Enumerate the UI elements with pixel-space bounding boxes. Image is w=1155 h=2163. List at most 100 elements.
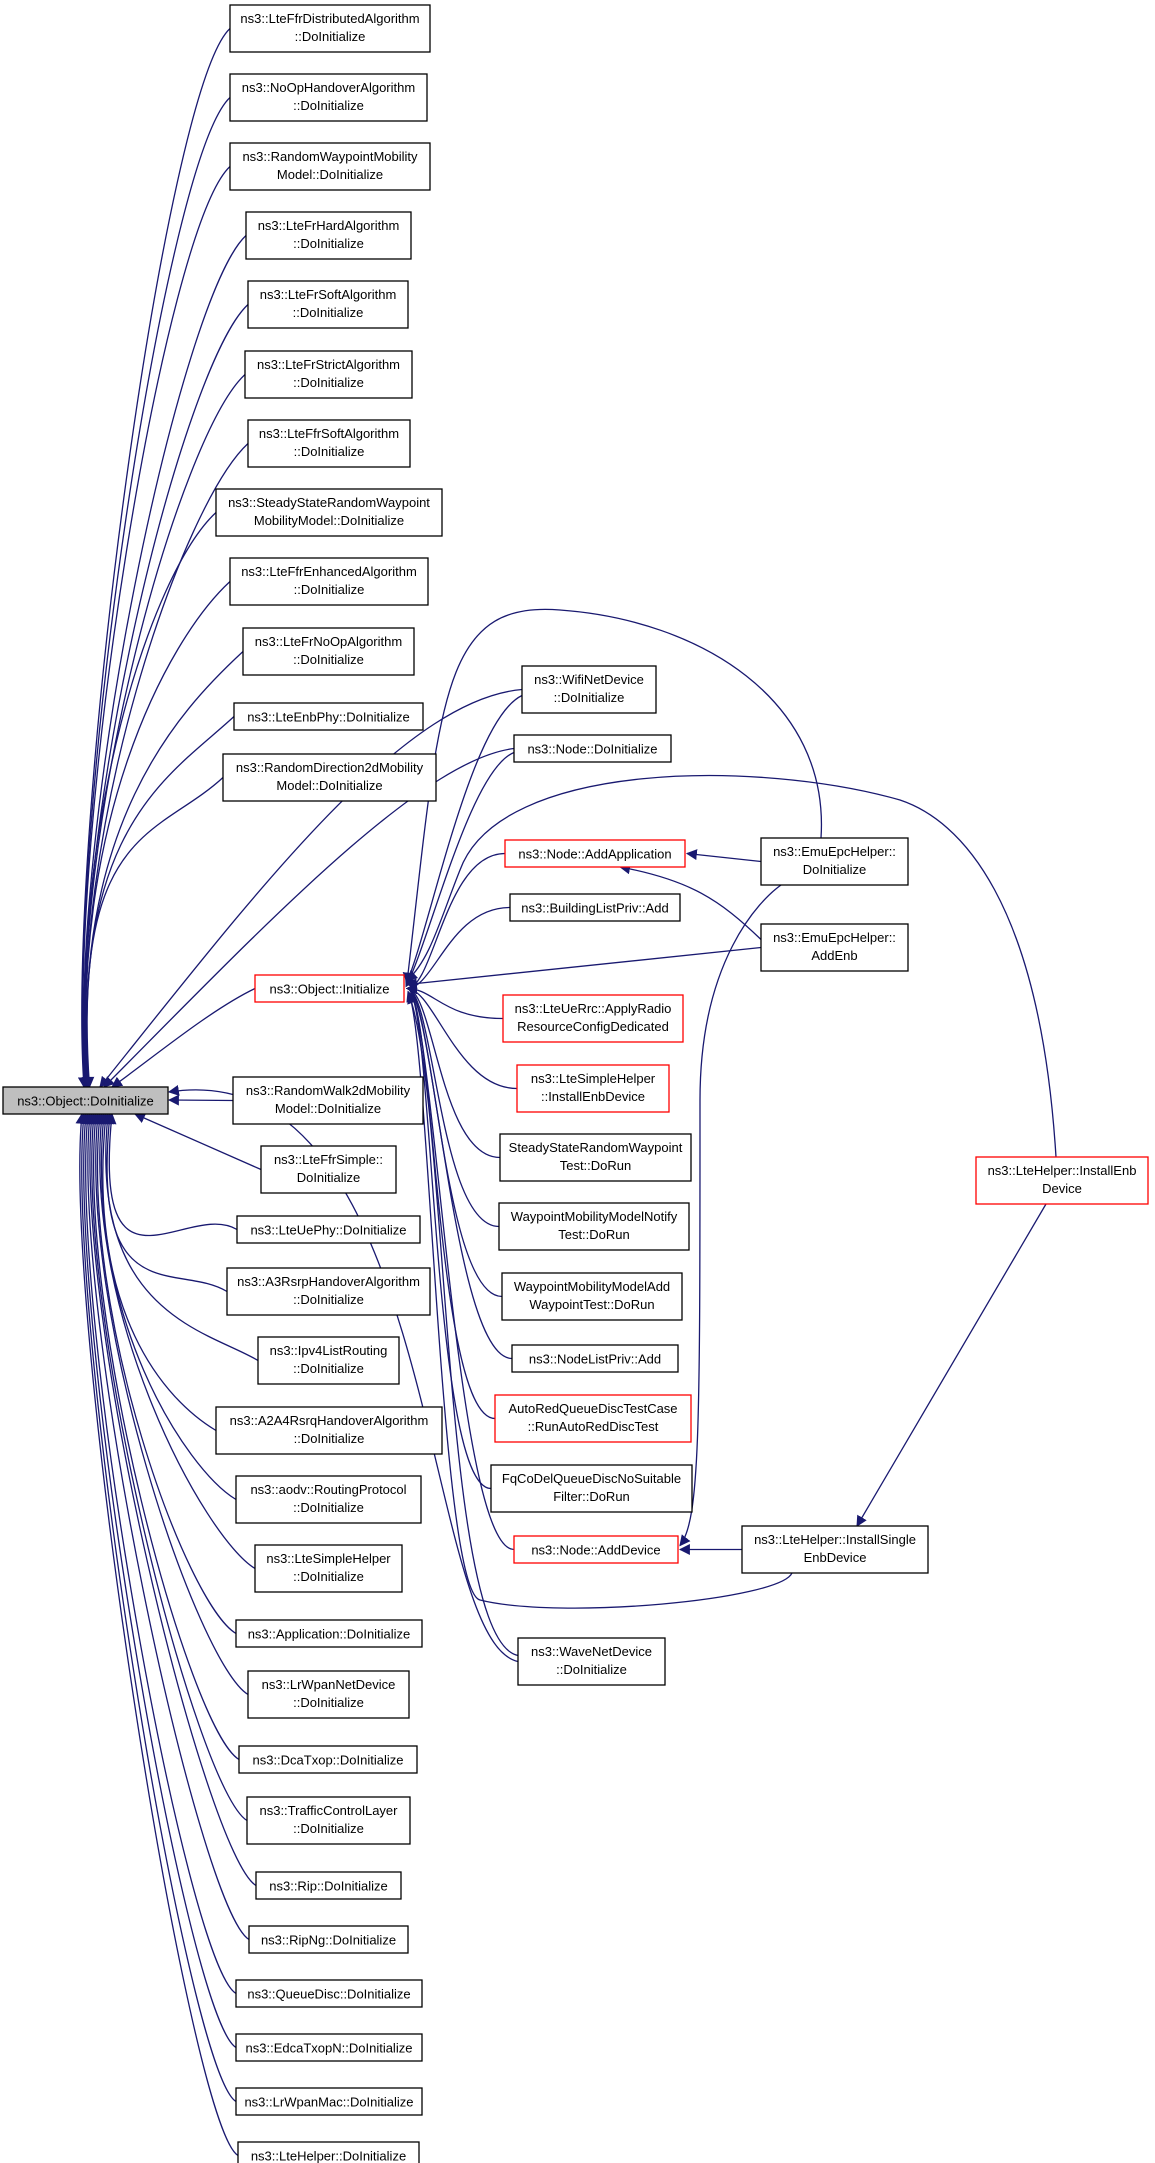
node-root[interactable]: ns3::Object::DoInitialize: [2, 1086, 169, 1115]
node-label: ns3::aodv::RoutingProtocol: [250, 1482, 406, 1497]
node-label: ns3::EdcaTxopN::DoInitialize: [246, 2041, 413, 2056]
e-nodeinit-root: [103, 747, 515, 1088]
node-n4[interactable]: ns3::LteFrHardAlgorithm::DoInitialize: [245, 211, 412, 260]
node-wifi[interactable]: ns3::WifiNetDevice::DoInitialize: [521, 665, 657, 714]
node-n18[interactable]: ns3::A2A4RsrqHandoverAlgorithm::DoInitia…: [215, 1406, 443, 1455]
node-label: ns3::RipNg::DoInitialize: [261, 1933, 396, 1948]
node-n23[interactable]: ns3::DcaTxop::DoInitialize: [238, 1745, 418, 1774]
node-n22[interactable]: ns3::LrWpanNetDevice::DoInitialize: [247, 1670, 410, 1719]
node-label: ns3::TrafficControlLayer: [259, 1803, 398, 1818]
node-label: FqCoDelQueueDiscNoSuitable: [502, 1471, 681, 1486]
node-label: ns3::EmuEpcHelper::: [773, 844, 896, 859]
node-box: [215, 488, 443, 537]
node-label: ns3::LteFrHardAlgorithm: [258, 218, 400, 233]
node-label: ns3::Object::DoInitialize: [17, 1094, 154, 1109]
e-fqco-init: [405, 983, 492, 1490]
node-box: [741, 1525, 929, 1574]
e-lteinst-single: [856, 1203, 1047, 1527]
node-label: ns3::Node::DoInitialize: [527, 742, 657, 757]
node-label: ns3::A2A4RsrqHandoverAlgorithm: [230, 1413, 429, 1428]
node-box: [501, 1272, 683, 1321]
node-nodeinit[interactable]: ns3::Node::DoInitialize: [513, 734, 672, 763]
node-label: ::DoInitialize: [293, 1361, 364, 1376]
node-label: ns3::WifiNetDevice: [534, 672, 644, 687]
node-n9[interactable]: ns3::LteFfrEnhancedAlgorithm::DoInitiali…: [229, 557, 429, 606]
node-n20[interactable]: ns3::LteSimpleHelper::DoInitialize: [254, 1544, 403, 1593]
node-box: [498, 1202, 690, 1251]
node-n14[interactable]: ns3::LteFfrSimple::DoInitialize: [260, 1145, 397, 1194]
e-adddev-init: [405, 983, 515, 1551]
node-box: [517, 1637, 666, 1686]
node-label: ::DoInitialize: [294, 582, 365, 597]
node-n11[interactable]: ns3::LteEnbPhy::DoInitialize: [233, 702, 424, 731]
node-label: ns3::NodeListPriv::Add: [529, 1352, 661, 1367]
node-init[interactable]: ns3::Object::Initialize: [254, 974, 405, 1003]
node-label: ::RunAutoRedDiscTest: [528, 1419, 659, 1434]
node-n1[interactable]: ns3::LteFfrDistributedAlgorithm::DoIniti…: [229, 4, 431, 53]
e-n12-root: [83, 777, 224, 1089]
node-n30[interactable]: ns3::LteHelper::DoInitialize: [237, 2141, 420, 2163]
node-label: ns3::A3RsrpHandoverAlgorithm: [237, 1274, 420, 1289]
node-wave[interactable]: ns3::WaveNetDevice::DoInitialize: [517, 1637, 666, 1686]
node-label: AddEnb: [811, 948, 857, 963]
node-nlp[interactable]: ns3::NodeListPriv::Add: [511, 1344, 679, 1373]
node-box: [260, 1145, 397, 1194]
node-label: ns3::LteFfrSimple::: [274, 1152, 383, 1167]
e-n17-root: [101, 1112, 259, 1362]
node-box: [513, 1535, 679, 1564]
node-lteinst[interactable]: ns3::LteHelper::InstallEnbDevice: [975, 1156, 1149, 1205]
node-n16[interactable]: ns3::A3RsrpHandoverAlgorithm::DoInitiali…: [226, 1267, 431, 1316]
node-label: ns3::WaveNetDevice: [531, 1644, 652, 1659]
node-n7[interactable]: ns3::LteFfrSoftAlgorithm::DoInitialize: [247, 419, 411, 468]
node-box: [246, 1796, 411, 1845]
node-box: [235, 1979, 423, 2008]
node-emuinit[interactable]: ns3::EmuEpcHelper::DoInitialize: [760, 837, 909, 886]
node-n8[interactable]: ns3::SteadyStateRandomWaypointMobilityMo…: [215, 488, 443, 537]
node-label: MobilityModel::DoInitialize: [254, 513, 404, 528]
node-ared[interactable]: AutoRedQueueDiscTestCase::RunAutoRedDisc…: [494, 1394, 692, 1443]
node-n17[interactable]: ns3::Ipv4ListRouting::DoInitialize: [257, 1336, 400, 1385]
node-wmma[interactable]: WaypointMobilityModelAddWaypointTest::Do…: [501, 1272, 683, 1321]
e-nodeinit-init: [405, 751, 515, 988]
node-n10[interactable]: ns3::LteFrNoOpAlgorithm::DoInitialize: [242, 627, 415, 676]
node-label: ns3::LteHelper::InstallEnb: [988, 1163, 1137, 1178]
node-label: ns3::LteHelper::InstallSingle: [754, 1532, 916, 1547]
node-n19[interactable]: ns3::aodv::RoutingProtocol::DoInitialize: [235, 1475, 422, 1524]
node-n28[interactable]: ns3::EdcaTxopN::DoInitialize: [235, 2033, 423, 2062]
node-adddev[interactable]: ns3::Node::AddDevice: [513, 1535, 679, 1564]
node-label: DoInitialize: [803, 862, 867, 877]
node-n13[interactable]: ns3::RandomWalk2dMobilityModel::DoInitia…: [232, 1076, 424, 1125]
node-n15[interactable]: ns3::LteUePhy::DoInitialize: [236, 1215, 421, 1244]
node-n25[interactable]: ns3::Rip::DoInitialize: [255, 1871, 402, 1900]
node-emuenb[interactable]: ns3::EmuEpcHelper::AddEnb: [760, 923, 909, 972]
node-n2[interactable]: ns3::NoOpHandoverAlgorithm::DoInitialize: [229, 73, 428, 122]
node-label: ns3::LteFfrSoftAlgorithm: [259, 426, 399, 441]
e-n15-root: [105, 1112, 238, 1237]
node-n5[interactable]: ns3::LteFrSoftAlgorithm::DoInitialize: [247, 280, 409, 329]
node-n12[interactable]: ns3::RandomDirection2dMobilityModel::DoI…: [222, 753, 437, 802]
node-n26[interactable]: ns3::RipNg::DoInitialize: [248, 1925, 409, 1954]
node-label: ns3::Node::AddDevice: [531, 1543, 660, 1558]
node-n3[interactable]: ns3::RandomWaypointMobilityModel::DoInit…: [229, 142, 431, 191]
node-simpleinst[interactable]: ns3::LteSimpleHelper::InstallEnbDevice: [516, 1064, 670, 1113]
node-n6[interactable]: ns3::LteFrStrictAlgorithm::DoInitialize: [244, 350, 413, 399]
node-addapp[interactable]: ns3::Node::AddApplication: [504, 839, 686, 868]
node-label: EnbDevice: [804, 1550, 867, 1565]
node-box: [254, 974, 405, 1003]
node-n24[interactable]: ns3::TrafficControlLayer::DoInitialize: [246, 1796, 411, 1845]
e-n9-root: [81, 581, 231, 1089]
node-box: [494, 1394, 692, 1443]
node-label: ::DoInitialize: [293, 1500, 364, 1515]
node-label: AutoRedQueueDiscTestCase: [508, 1401, 677, 1416]
node-n27[interactable]: ns3::QueueDisc::DoInitialize: [235, 1979, 423, 2008]
node-uerrc[interactable]: ns3::LteUeRrc::ApplyRadioResourceConfigD…: [502, 994, 684, 1043]
node-label: WaypointMobilityModelAdd: [514, 1279, 670, 1294]
node-blp[interactable]: ns3::BuildingListPriv::Add: [509, 893, 681, 922]
node-n21[interactable]: ns3::Application::DoInitialize: [235, 1619, 423, 1648]
node-n29[interactable]: ns3::LrWpanMac::DoInitialize: [235, 2087, 423, 2116]
